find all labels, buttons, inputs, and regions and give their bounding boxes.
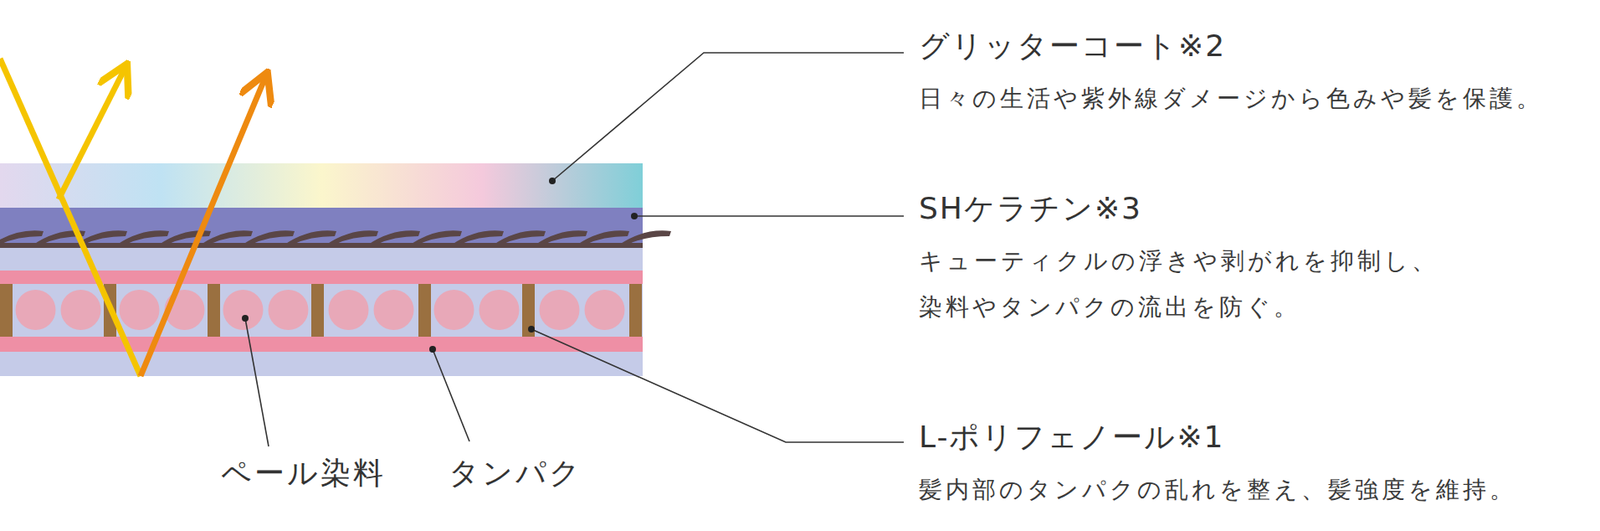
cuticle-scales	[0, 230, 672, 245]
glitter-coat-layer	[0, 163, 643, 208]
protein-band	[0, 336, 643, 352]
part-label: タンパク	[448, 453, 583, 493]
keratin-layer	[0, 207, 643, 248]
component-name: グリッターコート※2	[918, 26, 1226, 67]
inner-layer	[0, 247, 643, 376]
component-description: 髪内部のタンパクの乱れを整え、髪強度を維持。	[918, 474, 1517, 505]
leader-lines	[245, 52, 904, 447]
part-label: ペール染料	[220, 453, 386, 493]
dye-row	[0, 283, 642, 337]
component-name: SHケラチン※3	[918, 189, 1143, 229]
light-rays	[0, 58, 267, 376]
component-name: L-ポリフェノール※1	[918, 417, 1225, 457]
component-description: キューティクルの浮きや剥がれを抑制し、 染料やタンパクの流出を防ぐ。	[918, 238, 1505, 330]
component-description: 日々の生活や紫外線ダメージから色みや髪を保護。	[918, 83, 1544, 114]
leader-dots	[241, 177, 638, 353]
